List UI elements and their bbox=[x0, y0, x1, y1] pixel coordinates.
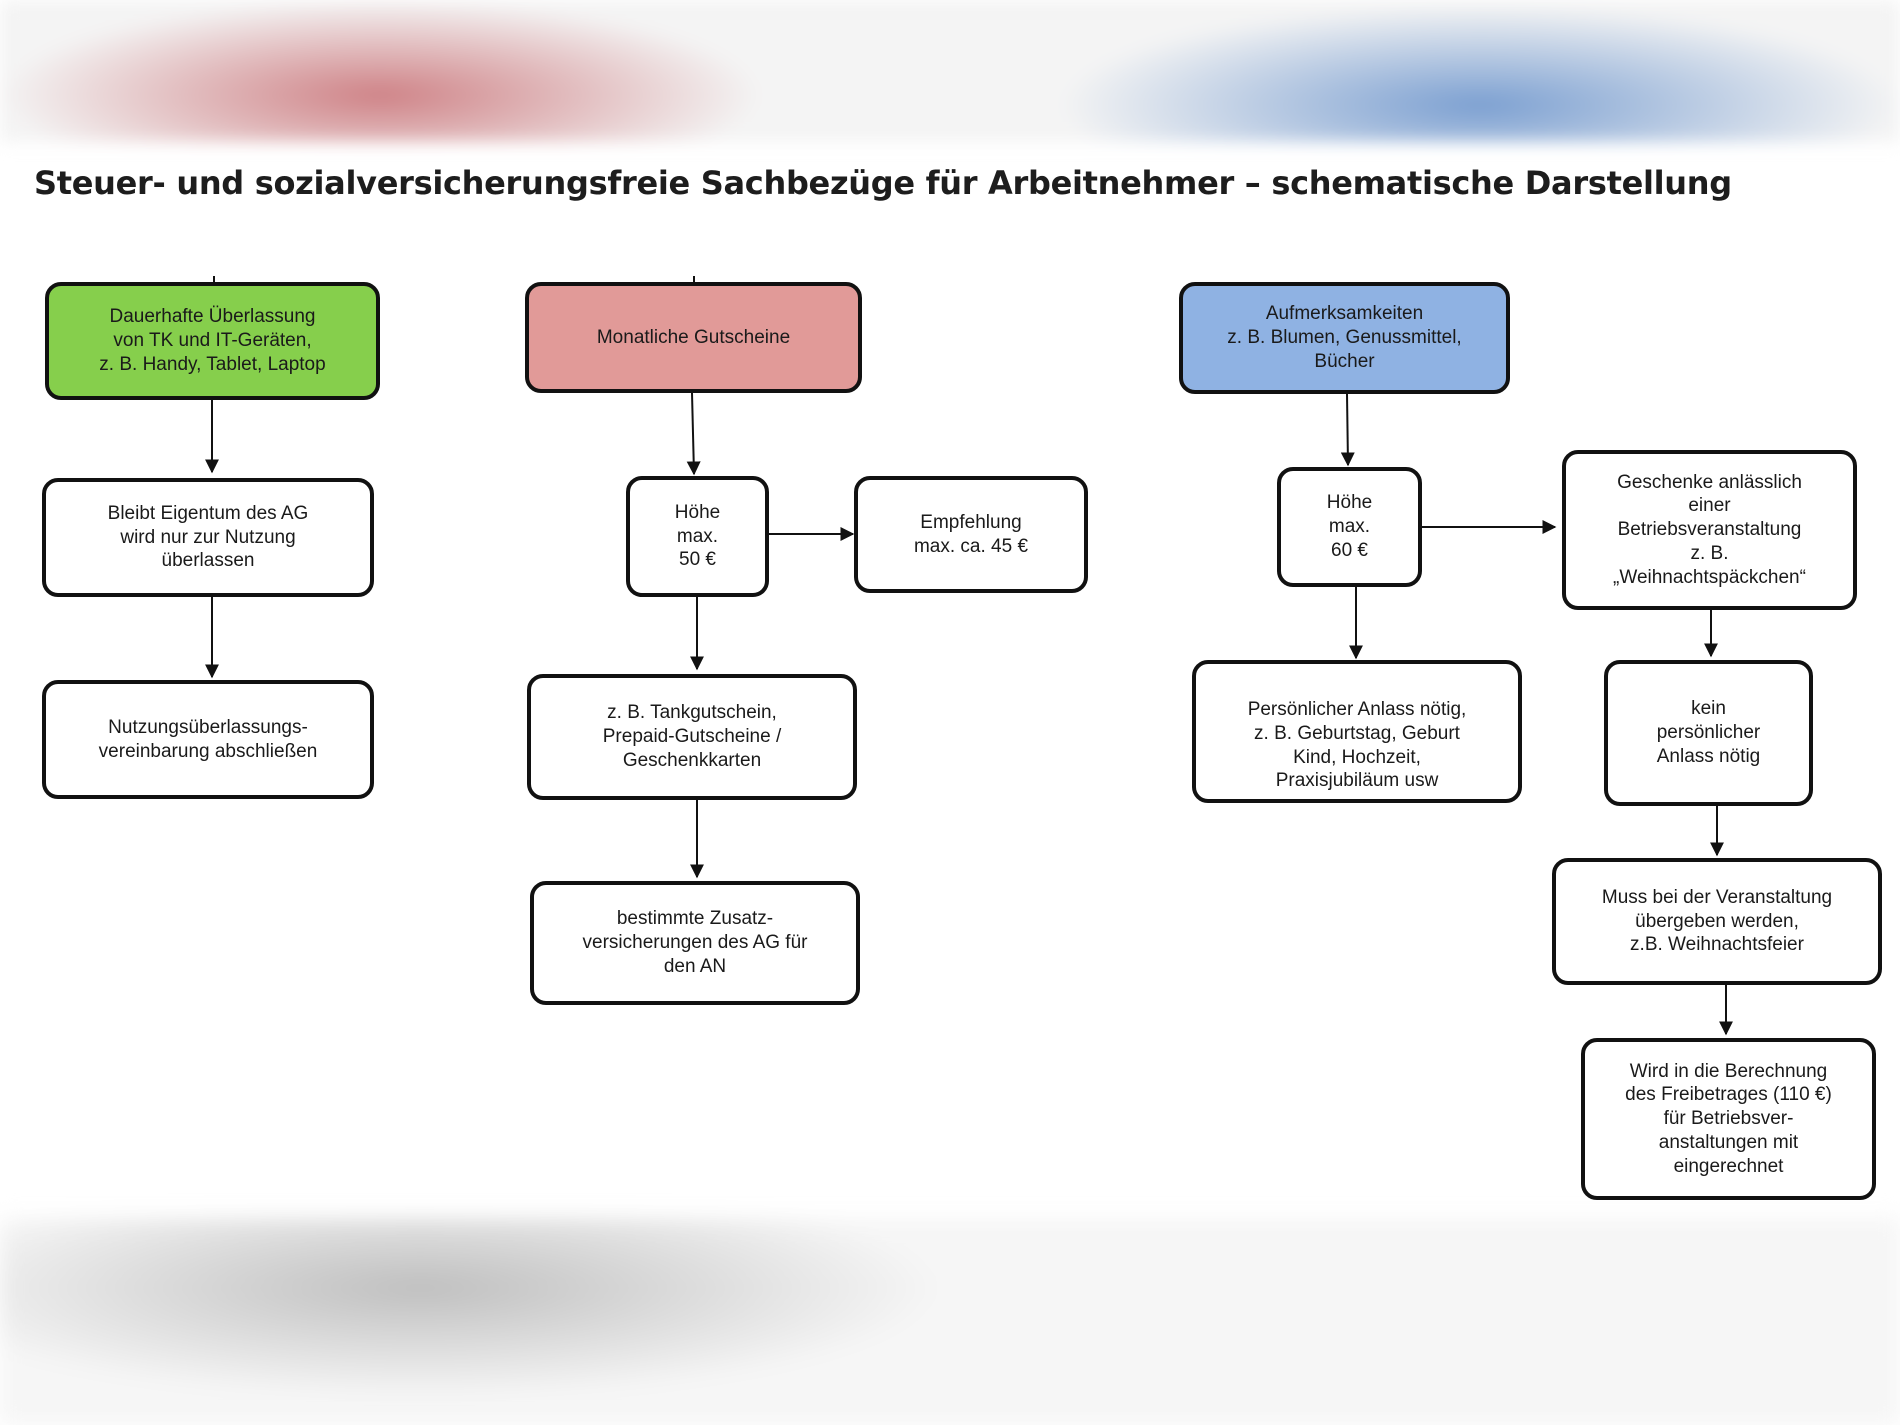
box-gifts-header: Aufmerksamkeiten z. B. Blumen, Genussmit… bbox=[1179, 282, 1510, 394]
header-decoration bbox=[0, 0, 1900, 142]
box-event-gifts: Geschenke anlässlich einer Betriebsveran… bbox=[1562, 450, 1857, 610]
box-ownership: Bleibt Eigentum des AG wird nur zur Nutz… bbox=[42, 478, 374, 597]
box-vouchers-header: Monatliche Gutscheine bbox=[525, 282, 862, 393]
box-personal-occasion: Persönlicher Anlass nötig, z. B. Geburts… bbox=[1192, 660, 1522, 803]
box-usage-agreement: Nutzungsüberlassungs- vereinbarung absch… bbox=[42, 680, 374, 799]
box-allowance-calculation: Wird in die Berechnung des Freibetrages … bbox=[1581, 1038, 1876, 1200]
box-additional-insurance: bestimmte Zusatz- versicherungen des AG … bbox=[530, 881, 860, 1005]
footer-decoration bbox=[0, 1218, 1900, 1425]
box-vouchers-limit: Höhe max. 50 € bbox=[626, 476, 769, 597]
box-gifts-limit: Höhe max. 60 € bbox=[1277, 467, 1422, 587]
box-recommendation: Empfehlung max. ca. 45 € bbox=[854, 476, 1088, 593]
box-no-personal-occasion: kein persönlicher Anlass nötig bbox=[1604, 660, 1813, 806]
box-it-devices-header: Dauerhafte Überlassung von TK und IT-Ger… bbox=[45, 282, 380, 400]
arrow-gifts-header-to-limit bbox=[1340, 393, 1355, 467]
arrow-vouchers-header-to-limit bbox=[686, 392, 701, 476]
box-voucher-examples: z. B. Tankgutschein, Prepaid-Gutscheine … bbox=[527, 674, 857, 800]
page-title: Steuer- und sozialversicherungsfreie Sac… bbox=[34, 164, 1732, 202]
box-handover-at-event: Muss bei der Veranstaltung übergeben wer… bbox=[1552, 858, 1882, 985]
